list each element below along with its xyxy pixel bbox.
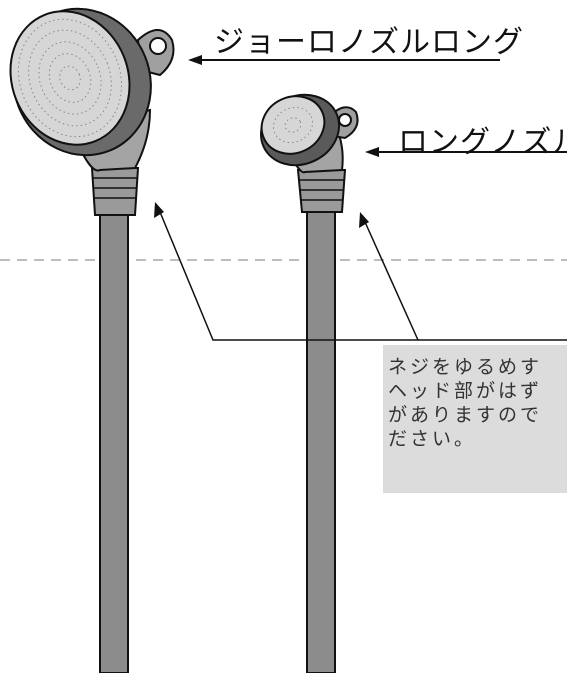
label-leaders — [188, 55, 567, 157]
note-line-1: ネジをゆるめす — [388, 356, 543, 378]
short-nozzle-head-face — [260, 95, 326, 155]
arrowhead-short — [365, 147, 379, 157]
note-line-2: ヘッド部がはず — [388, 380, 543, 402]
long-nozzle-shaft — [99, 211, 129, 673]
label-long-nozzle: ジョーロノズルロング — [214, 25, 524, 60]
label-short-nozzle: ロングノズル — [398, 125, 567, 160]
short-nozzle-drawing — [260, 93, 359, 673]
short-nozzle-shaft — [306, 209, 336, 673]
long-nozzle-head-face — [9, 10, 131, 146]
short-nozzle-collar — [296, 169, 347, 213]
note-callout-lines — [154, 202, 567, 341]
note-line-3: がありますので — [388, 404, 543, 426]
arrowhead-callout-left — [154, 202, 164, 218]
note-line-4: ださい。 — [388, 428, 477, 450]
long-nozzle-drawing — [9, 7, 175, 673]
arrowhead-callout-right — [359, 212, 369, 228]
long-nozzle-collar — [90, 167, 140, 216]
arrowhead-long — [188, 55, 202, 65]
note-box — [383, 345, 567, 493]
